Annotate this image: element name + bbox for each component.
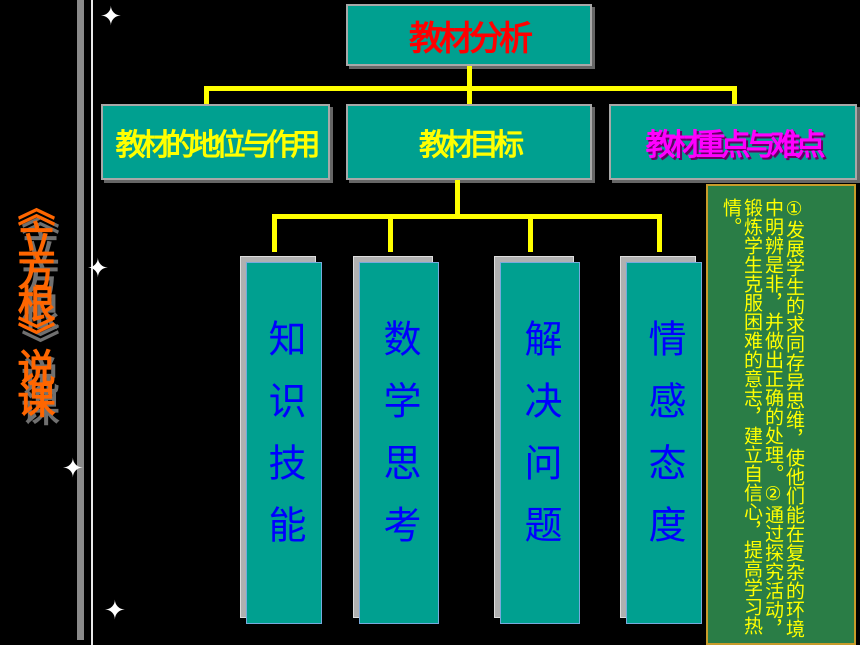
column-emotion-attitude: 情感态度 [626, 262, 702, 624]
sparkle-icon: ✦ [87, 254, 109, 284]
connector-line [455, 180, 460, 216]
note-box: ①发展学生的求同存异思维，使他们能在复杂的环境中明辨是非，并做出正确的处理。②通… [706, 184, 856, 645]
left-gray-bar [77, 0, 84, 640]
side-title-text: 《立方根》说课 [11, 188, 55, 412]
connector-line [467, 66, 472, 88]
sparkle-icon: ✦ [104, 596, 126, 626]
sparkle-icon: ✦ [100, 2, 122, 32]
connector-line [272, 214, 277, 252]
connector-line [272, 214, 662, 219]
column-label: 数学思考 [377, 319, 421, 567]
top-node-analysis: 教材分析 [346, 4, 592, 66]
connector-line [657, 214, 662, 252]
connector-line [204, 86, 209, 106]
sparkle-icon: ✦ [62, 454, 84, 484]
mid-node-objectives: 教材目标 [346, 104, 592, 180]
connector-line [467, 86, 472, 106]
column-label: 解决问题 [518, 319, 562, 567]
column-math-thinking: 数学思考 [359, 262, 439, 624]
mid-node-status-role: 教材的地位与作用 [101, 104, 330, 180]
connector-line [388, 214, 393, 252]
connector-line [528, 214, 533, 252]
connector-line [732, 86, 737, 106]
side-title: 《立方根》说课 《立方根》说课 [2, 188, 78, 508]
column-problem-solving: 解决问题 [500, 262, 580, 624]
column-label: 情感态度 [642, 319, 686, 567]
column-knowledge-skills: 知识技能 [246, 262, 322, 624]
note-text: ①发展学生的求同存异思维，使他们能在复杂的环境中明辨是非，并做出正确的处理。②通… [720, 198, 805, 638]
left-white-line [91, 0, 93, 645]
column-label: 知识技能 [262, 319, 306, 567]
side-title-shadow: 《立方根》说课 [15, 196, 59, 420]
mid-node-key-points: 教材重点与难点 [609, 104, 857, 180]
